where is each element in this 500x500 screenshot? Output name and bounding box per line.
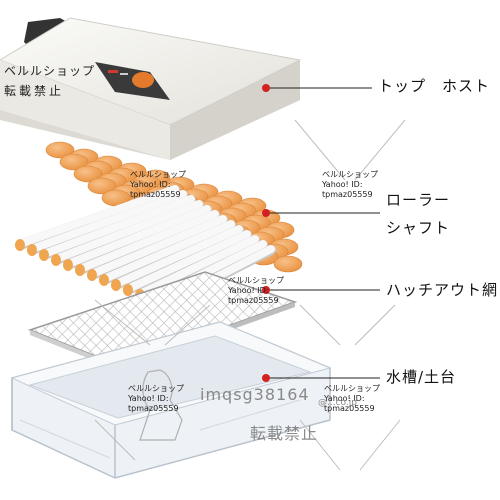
label-hatch-net: ハッチアウト網 <box>386 281 499 299</box>
roller-shaft <box>52 200 203 263</box>
watermark-shop: ベルルショップ <box>324 384 380 393</box>
watermark-yahoo: Yahoo! ID: <box>322 180 363 189</box>
roller-shaft <box>76 210 219 273</box>
watermark-logo-forbid: 転載禁止 <box>4 84 65 98</box>
egg <box>73 165 103 183</box>
watermark-id-block: ベルルショップ Yahoo! ID: tpmaz05559 <box>322 170 378 200</box>
callout-markers <box>262 84 270 382</box>
roller-shaft <box>88 215 227 278</box>
roller-gear <box>39 249 49 261</box>
watermark-big-id: imqsg38164 <box>200 385 310 404</box>
roller-gear <box>123 284 133 296</box>
roller-shaft <box>100 220 235 283</box>
watermark-shop: ベルルショップ <box>228 276 284 285</box>
callout-lines <box>266 87 380 379</box>
egg <box>45 141 75 159</box>
watermark-yahoo: Yahoo! ID: <box>324 394 365 403</box>
label-roller-1: ローラー <box>386 191 451 209</box>
roller-shaft <box>64 205 211 268</box>
watermark-logo-text: ベルルショップ <box>4 64 96 78</box>
roller-shaft <box>136 235 259 298</box>
watermark-id-block: ベルルショップ Yahoo! ID: tpmaz05559 <box>128 384 184 414</box>
marker-dot <box>262 84 270 92</box>
roller-shafts <box>15 185 276 311</box>
watermark-id: tpmaz05559 <box>322 190 373 199</box>
watermark-id-block: ベルルショップ Yahoo! ID: tpmaz05559 <box>324 384 380 414</box>
watermark-id: tpmaz05559 <box>228 296 279 305</box>
label-roller-2: シャフト <box>386 219 451 237</box>
watermark-id: tpmaz05559 <box>324 404 375 413</box>
roller-gear <box>27 244 37 256</box>
marker-dot <box>262 374 270 382</box>
roller-gear <box>111 279 121 291</box>
roller-gear <box>63 259 73 271</box>
egg <box>273 255 303 273</box>
watermark-id-block: ベルルショップ Yahoo! ID: tpmaz05559 <box>130 170 186 200</box>
watermark-id: tpmaz05559 <box>130 190 181 199</box>
watermark-yahoo: Yahoo! ID: <box>228 286 269 295</box>
watermark-yahoo: Yahoo! ID: <box>128 394 169 403</box>
roller-shaft <box>112 225 243 288</box>
watermark-silhouette-icon <box>139 369 183 441</box>
watermark-big-forbid: 転載禁止 <box>250 424 319 443</box>
roller-gear <box>99 274 109 286</box>
roller-gear <box>87 269 97 281</box>
roller-shaft <box>28 190 187 253</box>
watermark-yahoo: Yahoo! ID: <box>130 180 171 189</box>
watermark-shop: ベルルショップ <box>130 170 186 179</box>
roller-gear <box>75 264 85 276</box>
roller-gear <box>51 254 61 266</box>
label-top-host: トップ ホスト <box>378 77 491 95</box>
watermark-crosses <box>94 119 406 471</box>
watermark-id-block: ベルルショップ Yahoo! ID: tpmaz05559 <box>228 276 284 306</box>
water-tank <box>10 321 332 479</box>
marker-dot <box>262 286 270 294</box>
roller-gear <box>15 239 25 251</box>
watermark-id: tpmaz05559 <box>128 404 179 413</box>
roller-shaft <box>124 230 251 293</box>
marker-dot <box>262 209 270 217</box>
egg <box>59 153 89 171</box>
egg <box>87 177 117 195</box>
watermark-domain: @...co.jp <box>318 398 357 408</box>
label-water-tank: 水槽/土台 <box>386 368 457 386</box>
roller-shaft <box>40 195 195 258</box>
watermark-shop: ベルルショップ <box>322 170 378 179</box>
watermark-shop: ベルルショップ <box>128 384 184 393</box>
roller-shaft <box>16 185 179 248</box>
